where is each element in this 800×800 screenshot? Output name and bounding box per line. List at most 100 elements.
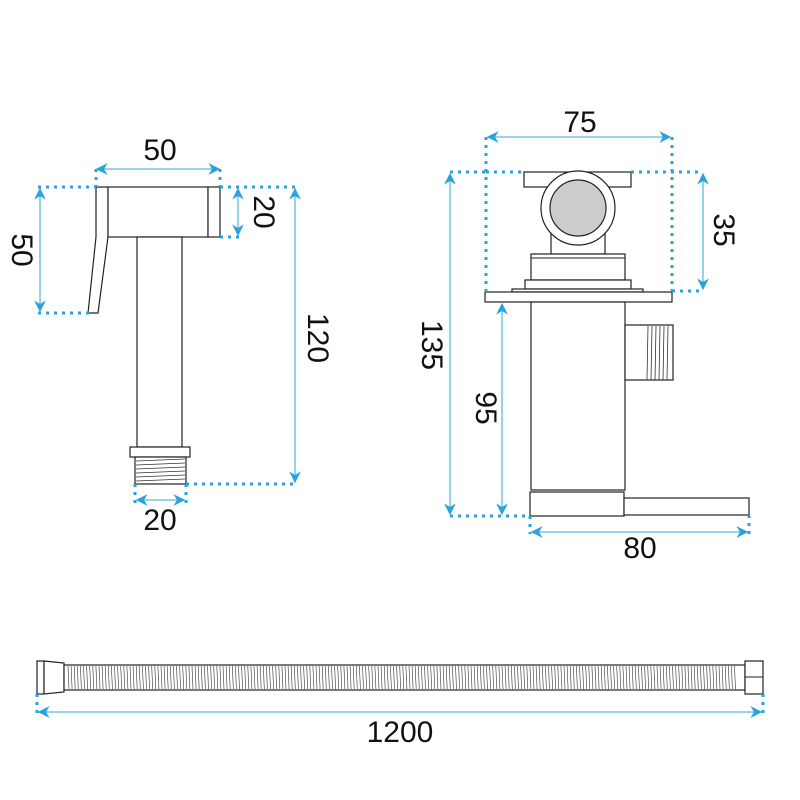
- rib: [328, 665, 330, 690]
- rib: [213, 665, 215, 690]
- rib: [135, 478, 186, 482]
- shower-lever: [87, 186, 109, 314]
- rib: [148, 665, 150, 690]
- rib: [340, 665, 343, 690]
- rib: [297, 665, 299, 690]
- rib: [613, 665, 615, 690]
- rib: [334, 665, 336, 690]
- rib: [405, 665, 408, 690]
- rib: [594, 665, 597, 690]
- rib: [126, 665, 129, 690]
- rib: [98, 665, 101, 690]
- rib: [390, 665, 392, 690]
- rib: [529, 665, 532, 690]
- hose-left-nut: [36, 660, 45, 695]
- rib: [89, 665, 91, 690]
- rib: [718, 665, 721, 690]
- rib: [554, 665, 556, 690]
- rib: [135, 462, 186, 466]
- rib: [492, 665, 494, 690]
- rib: [92, 665, 95, 690]
- rib: [135, 474, 186, 478]
- shower-collar: [129, 446, 191, 458]
- rib: [393, 665, 395, 690]
- rib: [656, 665, 659, 690]
- rib: [662, 665, 665, 690]
- rib: [232, 665, 234, 690]
- rib: [551, 665, 553, 690]
- rib: [287, 665, 290, 690]
- rib: [179, 665, 181, 690]
- rib: [693, 665, 696, 690]
- rib: [349, 665, 352, 690]
- rib: [114, 665, 116, 690]
- rib: [278, 665, 281, 690]
- rib: [610, 665, 612, 690]
- rib: [616, 665, 618, 690]
- rib: [135, 466, 186, 470]
- rib: [514, 665, 516, 690]
- rib: [681, 665, 684, 690]
- rib: [414, 665, 417, 690]
- rib: [734, 665, 736, 690]
- rib: [331, 665, 333, 690]
- rib: [275, 665, 277, 690]
- dim-label-hose-length: 1200: [367, 716, 434, 749]
- dim-label-valve-lever: 80: [623, 532, 656, 565]
- rib: [343, 665, 346, 690]
- rib: [117, 665, 119, 690]
- dim-label-valve-body: 95: [469, 391, 502, 424]
- valve-body: [530, 301, 626, 491]
- rib: [706, 665, 708, 690]
- rib: [483, 665, 485, 690]
- rib: [135, 470, 186, 474]
- rib: [365, 665, 367, 690]
- rib: [582, 665, 584, 690]
- rib: [216, 665, 219, 690]
- rib: [418, 665, 420, 690]
- rib: [591, 665, 594, 690]
- rib: [166, 665, 169, 690]
- rib: [228, 665, 231, 690]
- hose-body: [63, 664, 746, 691]
- rib: [402, 665, 405, 690]
- shower-thread: [134, 456, 187, 485]
- shower-cap: [207, 186, 221, 238]
- rib: [266, 665, 268, 690]
- rib: [387, 665, 389, 690]
- rib: [588, 665, 591, 690]
- rib: [548, 665, 550, 690]
- rib: [318, 665, 321, 690]
- rib: [225, 665, 228, 690]
- rib: [666, 665, 668, 690]
- rib: [191, 665, 194, 690]
- rib: [309, 665, 312, 690]
- rib: [619, 665, 622, 690]
- rib: [300, 665, 302, 690]
- rib: [104, 665, 107, 690]
- rib: [356, 665, 358, 690]
- rib: [501, 665, 504, 690]
- rib: [86, 665, 88, 690]
- rib: [542, 665, 544, 690]
- dim-label-total-height: 120: [301, 313, 334, 363]
- rib: [176, 665, 178, 690]
- rib: [653, 665, 656, 690]
- rib: [411, 665, 414, 690]
- rib: [421, 665, 423, 690]
- rib: [145, 665, 147, 690]
- rib: [101, 665, 104, 690]
- rib: [210, 665, 212, 690]
- rib: [666, 325, 669, 381]
- rib: [442, 665, 445, 690]
- rib: [600, 665, 603, 690]
- rib: [576, 665, 578, 690]
- rib: [520, 665, 522, 690]
- rib: [241, 665, 243, 690]
- rib: [597, 665, 600, 690]
- rib: [204, 665, 206, 690]
- rib: [430, 665, 432, 690]
- rib: [253, 665, 256, 690]
- rib: [449, 665, 451, 690]
